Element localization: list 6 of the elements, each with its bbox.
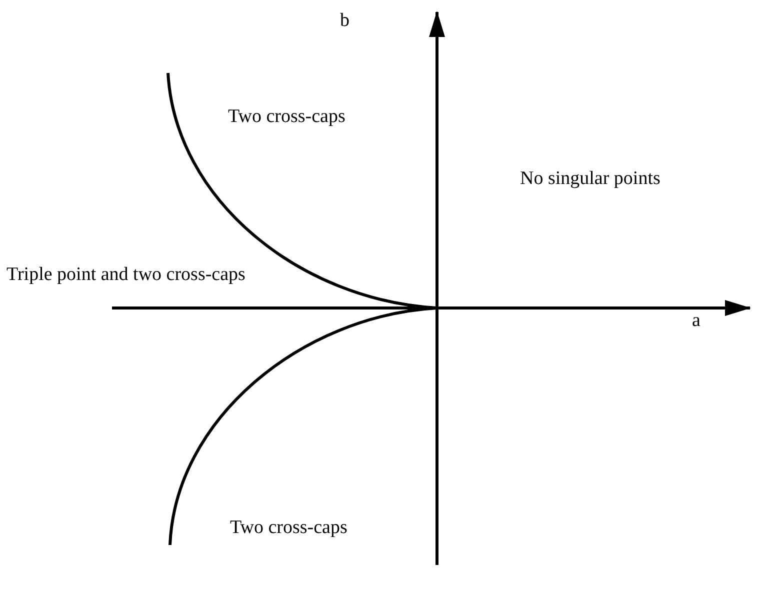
region-label: Two cross-caps	[230, 516, 348, 540]
region-label: Two cross-caps	[228, 105, 346, 129]
axis-label: b	[340, 9, 350, 33]
axis-label: a	[692, 309, 700, 333]
region-label: No singular points	[520, 167, 660, 191]
region-label: Triple point and two cross-caps	[6, 263, 246, 287]
